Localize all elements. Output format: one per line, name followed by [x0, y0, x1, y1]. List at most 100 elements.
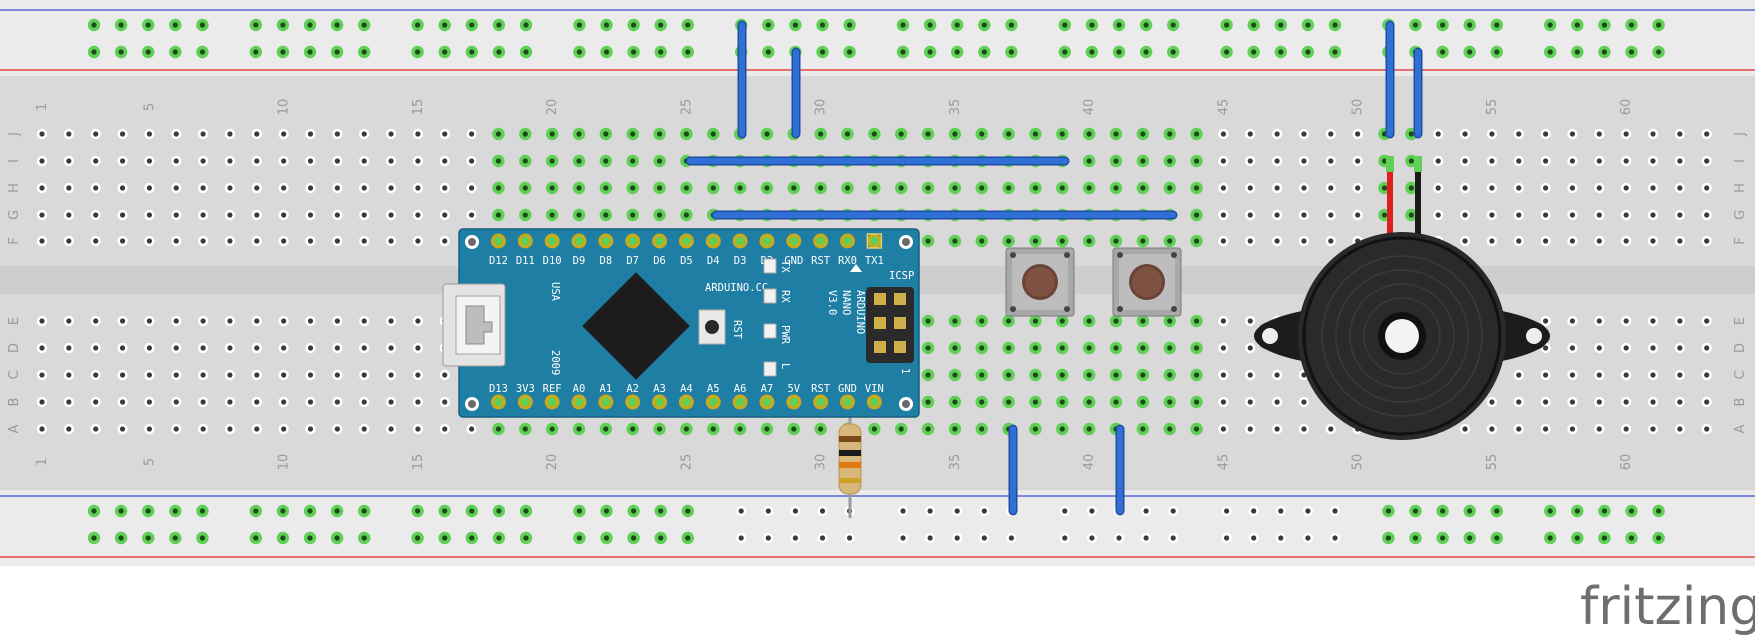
row-letter: F [7, 237, 22, 244]
hole-center [952, 318, 958, 324]
hole-center [765, 535, 771, 541]
hole-center [871, 131, 877, 137]
hole-center [1656, 508, 1662, 514]
hole-center [1140, 399, 1146, 405]
hole-center [522, 426, 528, 432]
hole-center [119, 426, 126, 432]
hole-center [93, 185, 99, 191]
hole-center [1650, 212, 1656, 218]
status-led [763, 323, 777, 339]
hole-center [91, 22, 97, 28]
top-pin-label: D11 [516, 255, 535, 267]
header-pin-center [762, 397, 772, 407]
hole-center [1086, 131, 1092, 137]
hole-center [1032, 399, 1039, 405]
hole-center [523, 49, 529, 55]
column-number: 60 [1619, 454, 1634, 471]
hole-center [737, 426, 743, 432]
hole-center [93, 372, 99, 378]
hole-center [1332, 49, 1338, 55]
column-number: 5 [142, 103, 157, 111]
hole-center [281, 238, 287, 244]
hole-center [1274, 212, 1280, 218]
hole-center [979, 131, 985, 137]
hole-center [819, 508, 826, 514]
push-button-2[interactable] [1112, 247, 1182, 317]
hole-center [549, 426, 555, 432]
push-button-1[interactable] [1005, 247, 1075, 317]
hole-center [1167, 345, 1173, 351]
hole-center [280, 49, 286, 55]
hole-center [979, 345, 985, 351]
hole-center [658, 49, 664, 55]
hole-center [200, 158, 206, 164]
top-pin-label: GND [784, 255, 803, 267]
buzzer-leads [1386, 156, 1422, 240]
hole-center [898, 185, 904, 191]
hole-center [685, 49, 691, 55]
reset-button[interactable] [698, 309, 726, 345]
hole-center [442, 131, 448, 137]
hole-center [334, 238, 340, 244]
hole-center [1650, 426, 1656, 432]
hole-center [576, 212, 582, 218]
jumper-wires [685, 20, 1423, 516]
hole-center [280, 508, 286, 514]
hole-center [630, 158, 636, 164]
hole-center [1167, 318, 1173, 324]
reset-button-cap[interactable] [705, 320, 719, 334]
hole-center [522, 131, 528, 137]
hole-center [710, 185, 716, 191]
hole-center [549, 212, 555, 218]
hole-center [334, 158, 340, 164]
hole-center [388, 238, 394, 244]
hole-center [1089, 535, 1095, 541]
hole-center [792, 535, 799, 541]
mounting-hole-center [468, 238, 476, 246]
hole-center [1143, 535, 1149, 541]
hole-center [361, 185, 367, 191]
hole-center [254, 399, 260, 405]
hole-center [1059, 426, 1065, 432]
hole-center [1656, 49, 1662, 55]
hole-center [1062, 535, 1068, 541]
hole-center [469, 535, 475, 541]
hole-center [1494, 508, 1500, 514]
hole-center [361, 399, 367, 405]
hole-center [1251, 22, 1257, 28]
hole-center [1650, 399, 1656, 405]
hole-center [39, 212, 45, 218]
hole-center [172, 535, 178, 541]
hole-center [792, 22, 799, 28]
hole-center [1385, 508, 1391, 514]
hole-center [1332, 535, 1338, 541]
microcontroller-chip [582, 272, 690, 380]
column-number: 15 [411, 99, 426, 116]
hole-center [388, 131, 394, 137]
header-pin-center [655, 397, 664, 407]
hole-center [630, 185, 636, 191]
hole-center [1247, 212, 1253, 218]
hole-center [927, 535, 933, 541]
hole-center [1494, 535, 1500, 541]
hole-center [280, 22, 286, 28]
hole-center [1006, 185, 1012, 191]
reset-label: RST [731, 320, 743, 340]
hole-center [200, 318, 206, 324]
hole-center [442, 372, 448, 378]
led-label: L [779, 363, 791, 369]
hole-center [765, 22, 771, 28]
hole-center [1408, 131, 1414, 137]
top-power-rail [0, 0, 1755, 76]
icsp-pin [874, 317, 886, 329]
hole-center [254, 212, 260, 218]
header-pin-center [870, 397, 879, 407]
hole-center [765, 49, 771, 55]
hole-center [1140, 238, 1146, 244]
hole-center [442, 238, 448, 244]
hole-center [281, 426, 287, 432]
header-pin-center [601, 236, 611, 246]
hole-center [200, 372, 206, 378]
hole-center [1006, 238, 1012, 244]
hole-center [522, 185, 528, 191]
